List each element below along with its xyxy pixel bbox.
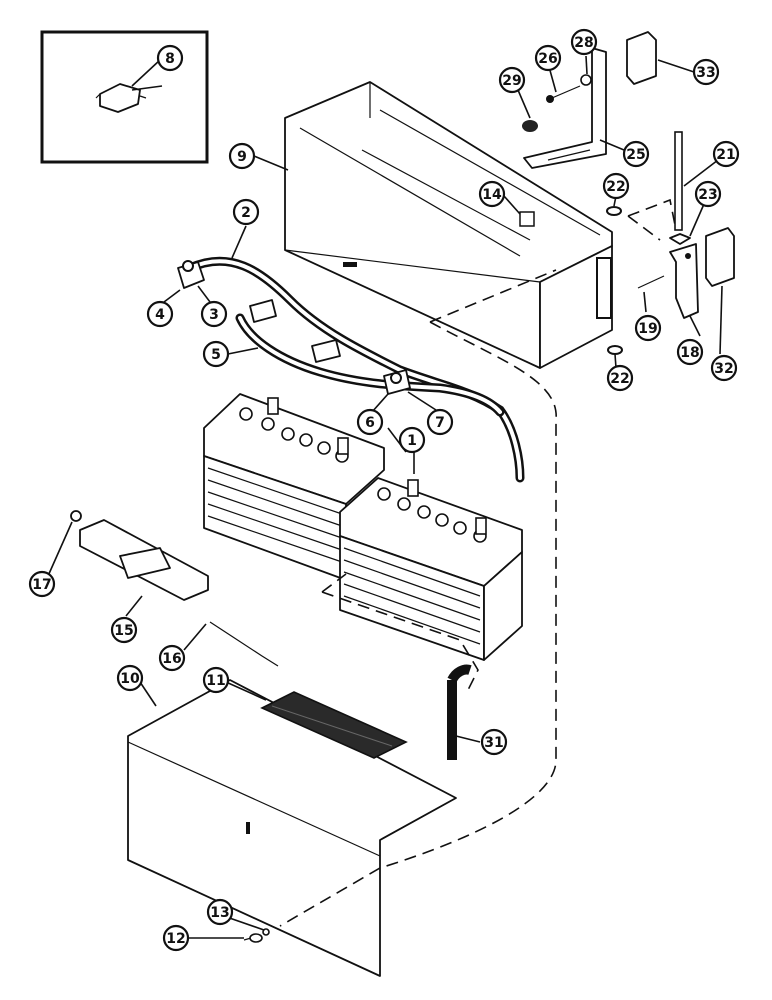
callout-label: 6	[365, 415, 375, 431]
callout-label: 31	[484, 735, 503, 751]
callout-23: 23	[694, 180, 722, 208]
callout-6: 6	[356, 408, 384, 436]
callout-label: 9	[237, 149, 247, 165]
callout-29: 29	[498, 66, 526, 94]
callout-label: 7	[435, 415, 445, 431]
callout-3: 3	[200, 300, 228, 328]
callout-32: 32	[710, 354, 738, 382]
callout-label: 16	[162, 651, 181, 667]
callout-22-bottom: 22	[606, 364, 634, 392]
hold-down-bar	[79, 519, 209, 601]
vent-hose	[447, 664, 472, 760]
callout-26: 26	[534, 44, 562, 72]
callout-22-top: 22	[602, 172, 630, 200]
terminal-clamp-3-4	[177, 260, 205, 289]
cover-33	[626, 31, 657, 85]
callout-label: 2	[241, 205, 251, 221]
callout-label: 21	[716, 147, 735, 163]
battery-cables	[185, 256, 525, 483]
callout-label: 25	[626, 147, 645, 163]
callout-13: 13	[206, 898, 234, 926]
callout-label: 3	[209, 307, 219, 323]
battery-front-caps	[377, 479, 487, 543]
callout-11: 11	[202, 666, 230, 694]
callout-2: 2	[232, 198, 260, 226]
callout-4: 4	[146, 300, 174, 328]
callout-label: 1	[407, 433, 417, 449]
callout-25: 25	[622, 140, 650, 168]
callout-17: 17	[28, 570, 56, 598]
callout-label: 14	[482, 187, 502, 203]
screw-12	[243, 933, 263, 943]
callout-label: 11	[206, 673, 225, 689]
callout-label: 13	[210, 905, 229, 921]
battery-tray	[284, 81, 613, 369]
callout-14: 14	[478, 180, 506, 208]
callout-label: 19	[638, 321, 657, 337]
callout-15: 15	[110, 616, 138, 644]
washer-22-top	[606, 206, 622, 216]
callout-label: 4	[155, 307, 165, 323]
callout-label: 12	[166, 931, 185, 947]
battery-cover	[127, 679, 457, 977]
callout-label: 15	[114, 623, 133, 639]
callout-28: 28	[570, 28, 598, 56]
callout-10: 10	[116, 664, 144, 692]
assembly-line-main	[279, 269, 557, 927]
battery-front	[339, 477, 523, 661]
rubber-pad	[260, 691, 408, 759]
callout-18: 18	[676, 338, 704, 366]
callout-label: 28	[574, 35, 593, 51]
callout-21: 21	[712, 140, 740, 168]
callout-33: 33	[692, 58, 720, 86]
callout-label: 5	[211, 347, 221, 363]
bolt-19	[637, 275, 665, 289]
nut-28	[580, 74, 592, 86]
bolt-26	[546, 85, 581, 103]
battery-rear	[203, 393, 385, 581]
rod-21	[674, 131, 683, 231]
inset-clip-part	[95, 83, 147, 113]
callout-label: 29	[502, 73, 521, 89]
callout-16: 16	[158, 644, 186, 672]
rod-16	[209, 621, 279, 667]
terminal-clamp-mid	[311, 339, 341, 363]
callout-31: 31	[480, 728, 508, 756]
terminal-clamp-upper	[249, 299, 277, 323]
terminal-clamp-6-7	[383, 369, 411, 395]
callout-7: 7	[426, 408, 454, 436]
callout-label: 32	[714, 361, 733, 377]
callout-8: 8	[156, 44, 184, 72]
hold-down-bracket	[669, 243, 699, 319]
callout-label: 18	[680, 345, 699, 361]
support-bracket	[523, 47, 607, 169]
inset-panel	[40, 30, 209, 164]
callout-12: 12	[162, 924, 190, 952]
clip-29	[522, 120, 538, 132]
assembly-line-battery	[321, 573, 479, 691]
washer-13	[262, 928, 270, 936]
callout-label: 26	[538, 51, 557, 67]
callout-label: 22	[606, 179, 625, 195]
callout-label: 23	[698, 187, 717, 203]
callout-label: 33	[696, 65, 715, 81]
callout-label: 22	[610, 371, 629, 387]
callout-label: 17	[32, 577, 51, 593]
nut-23	[669, 233, 691, 245]
callout-label: 10	[120, 671, 140, 687]
callout-1: 1	[398, 426, 426, 454]
callout-9: 9	[228, 142, 256, 170]
callout-label: 8	[165, 51, 175, 67]
cover-32	[705, 227, 735, 287]
assembly-line-bracket	[627, 198, 677, 241]
nut-17	[70, 510, 82, 522]
washer-22-bottom	[607, 345, 623, 355]
callout-5: 5	[202, 340, 230, 368]
leader-lines	[47, 55, 723, 939]
callout-19: 19	[634, 314, 662, 342]
battery-rear-caps	[239, 397, 349, 463]
